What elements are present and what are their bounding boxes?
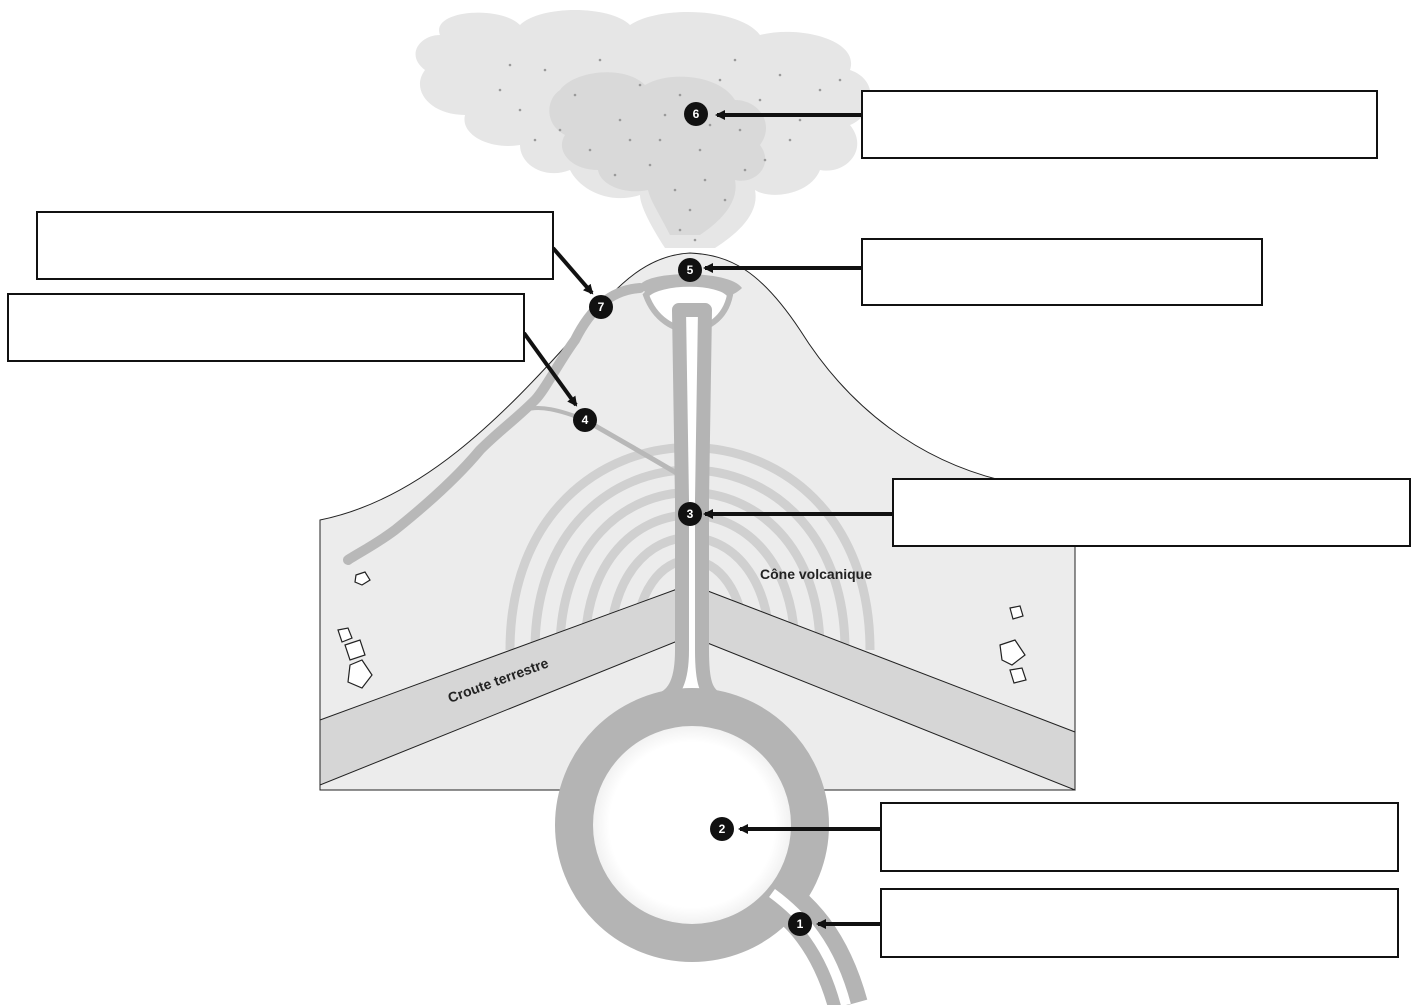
marker-6: 6 (684, 102, 708, 126)
svg-text:4: 4 (582, 413, 589, 427)
answer-box-5[interactable] (861, 238, 1263, 306)
marker-4: 4 (573, 408, 597, 432)
marker-1: 1 (788, 912, 812, 936)
arrow-7 (553, 248, 592, 293)
svg-text:3: 3 (687, 507, 694, 521)
marker-3: 3 (678, 502, 702, 526)
svg-text:7: 7 (598, 300, 605, 314)
answer-box-1[interactable] (880, 888, 1399, 958)
svg-text:2: 2 (719, 822, 726, 836)
marker-5: 5 (678, 258, 702, 282)
svg-text:6: 6 (693, 107, 700, 121)
marker-7: 7 (589, 295, 613, 319)
answer-box-2[interactable] (880, 802, 1399, 872)
answer-box-3[interactable] (892, 478, 1411, 547)
label-volcanic-cone: Cône volcanique (760, 566, 872, 582)
answer-box-7[interactable] (36, 211, 554, 280)
answer-box-4[interactable] (7, 293, 525, 362)
svg-text:1: 1 (797, 917, 804, 931)
marker-2: 2 (710, 817, 734, 841)
answer-box-6[interactable] (861, 90, 1378, 159)
svg-text:5: 5 (687, 263, 694, 277)
